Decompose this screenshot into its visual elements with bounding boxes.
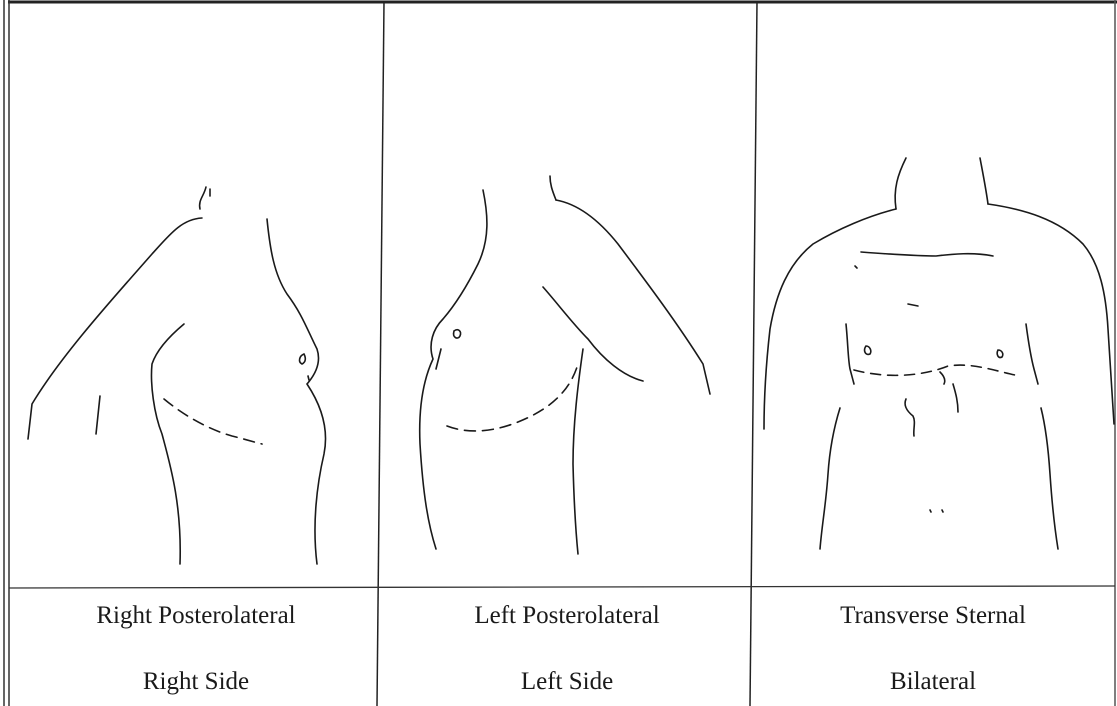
panel-1-side-label: Right Side [12,668,380,696]
panel-2-incision-label: Left Posterolateral [382,602,752,630]
torso-front-drawing [758,4,1117,584]
torso-left-side-drawing [388,4,758,584]
panel-1-incision-label: Right Posterolateral [12,602,380,630]
panel-3-side-label: Bilateral [753,668,1113,696]
panel-2-side-label: Left Side [382,668,752,696]
torso-right-side-drawing [12,4,382,584]
panel-3-incision-label: Transverse Sternal [753,602,1113,630]
